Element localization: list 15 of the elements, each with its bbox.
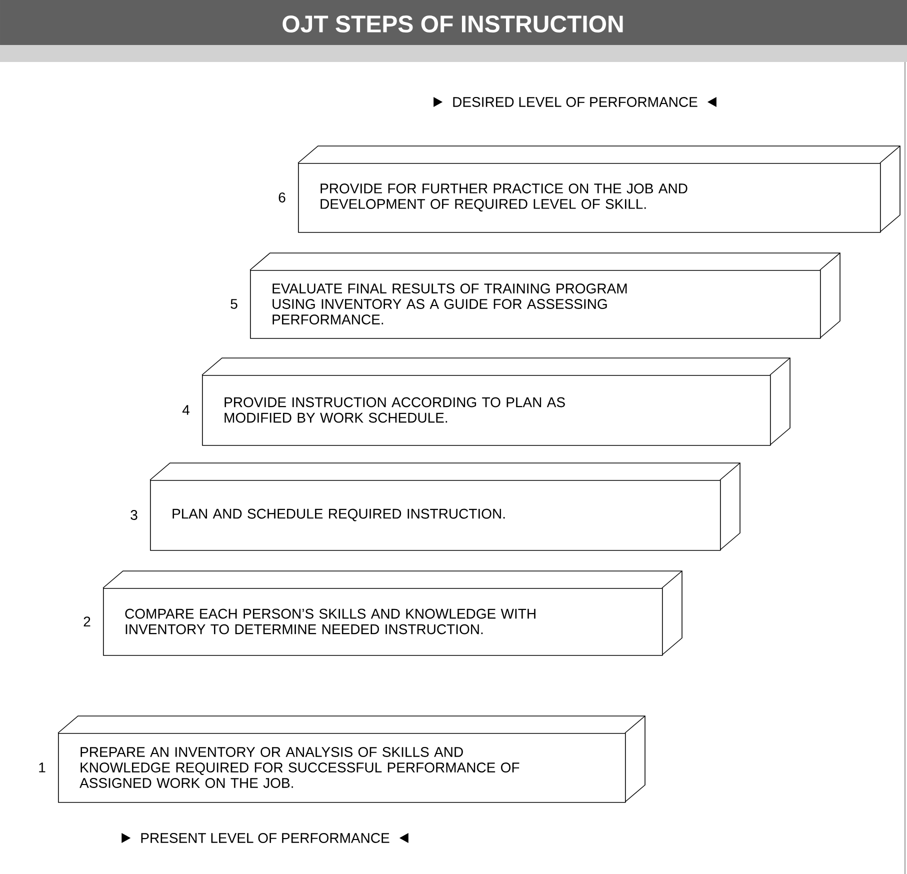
step-box: PREPARE AN INVENTORY OR ANALYSIS OF SKILLS AND KNOWLEDGE REQUIRED FOR SUCCESSFUL PERFORMANCE OF ASSIGNED WORK ON THE JOB.	[58, 716, 646, 803]
step-box: PROVIDE FOR FURTHER PRACTICE ON THE JOB AND DEVELOPMENT OF REQUIRED LEVEL OF SKILL.	[298, 146, 900, 233]
title-banner: OJT STEPS OF INSTRUCTION	[0, 0, 907, 62]
step-number: 4	[182, 405, 190, 415]
step-number: 6	[278, 192, 286, 202]
level-label: DESIRED LEVEL OF PERFORMANCE	[453, 97, 698, 107]
step-number: 5	[230, 299, 238, 309]
step-box: PROVIDE INSTRUCTION ACCORDING TO PLAN AS MODIFIED BY WORK SCHEDULE.	[202, 358, 790, 446]
level-label: PRESENT LEVEL OF PERFORMANCE	[141, 833, 390, 843]
step-number: 2	[84, 616, 90, 626]
step-box: COMPARE EACH PERSON’S SKILLS AND KNOWLEDGE WITH INVENTORY TO DETERMINE NEEDED INSTRUCTION.	[102, 570, 682, 656]
step-box: PLAN AND SCHEDULE REQUIRED INSTRUCTION.	[150, 462, 740, 551]
step-number: 3	[130, 510, 138, 520]
step-number: 1	[39, 762, 46, 772]
step-box: EVALUATE FINAL RESULTS OF TRAINING PROGRAM USING INVENTORY AS A GUIDE FOR ASSESSING PERFORMANCE.	[250, 252, 840, 339]
